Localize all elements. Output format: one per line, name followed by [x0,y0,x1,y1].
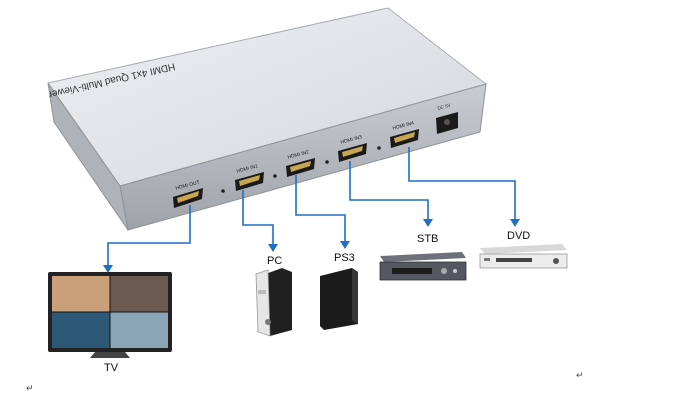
cables [107,147,516,266]
port-hdmi-in1[interactable] [235,172,264,191]
label-pc: PC [267,255,283,267]
arrow-ps3 [340,241,350,249]
cable-stb [349,161,429,220]
port-hdmi-in2[interactable] [286,158,315,177]
cable-ps3 [295,175,346,242]
arrow-tv [103,265,113,273]
label-stb: STB [417,233,439,245]
pc-image [255,268,292,337]
multi-viewer-device [47,7,488,231]
tv-quad-2 [110,276,168,312]
tv-quad-3 [52,312,110,348]
label-dvd: DVD [507,230,531,242]
tv-quad-4 [110,312,168,348]
arrow-stb [423,219,433,227]
led-2 [273,174,277,178]
cable-dvd [408,147,516,220]
paragraph-mark-left: ↵ [26,384,34,394]
tv-quad-1 [52,276,110,312]
led-4 [377,146,381,150]
cable-tv [107,205,191,266]
ps3-image [320,268,358,330]
port-hdmi-in3[interactable] [338,143,367,162]
label-tv: TV [104,362,119,374]
led-3 [325,160,329,164]
device-side [47,82,129,231]
arrow-pc [268,244,278,252]
led-1 [221,189,225,193]
arrow-dvd [510,219,520,227]
port-hdmi-in4[interactable] [390,129,419,148]
stb-image [379,252,467,281]
paragraph-mark-right: ↵ [576,371,584,381]
tv-image [48,272,172,358]
port-power[interactable] [436,112,458,134]
dvd-image [479,244,568,269]
cable-pc [242,190,274,245]
port-hdmi-out[interactable] [173,188,203,208]
cable-arrows [103,219,520,273]
label-ps3: PS3 [334,252,355,264]
